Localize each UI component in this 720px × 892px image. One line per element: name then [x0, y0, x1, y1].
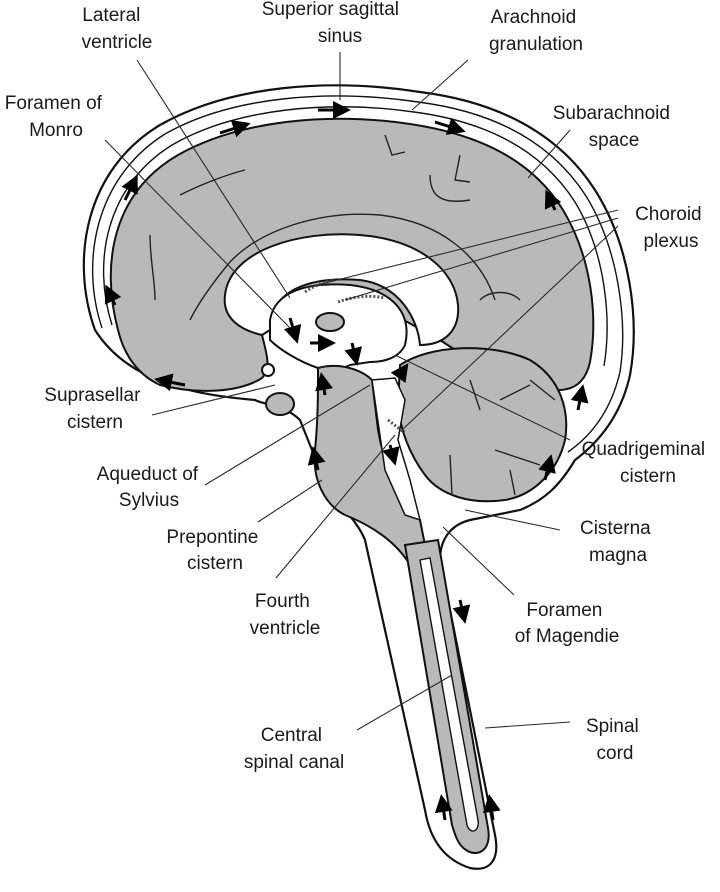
- flow-arrow-icon: [538, 454, 556, 481]
- optic-chiasm: [261, 363, 275, 377]
- leader-foramen-of-magendie: [442, 526, 515, 596]
- sulcus: [479, 291, 521, 301]
- leader-fourth-ventricle: [275, 434, 396, 579]
- label-aqueduct-of-sylvius: Aqueduct of Sylvius: [97, 464, 204, 511]
- sulcus: [454, 154, 471, 183]
- flow-arrow-icon: [382, 444, 400, 466]
- leader-lateral-ventricle: [136, 59, 291, 299]
- flow-arrow-icon: [570, 384, 589, 411]
- leader-prepontine-cistern: [257, 479, 323, 523]
- label-superior-sagittal-sinus: Superior sagittal sinus: [262, 0, 405, 47]
- leader-choroid-plexus-2: [344, 217, 619, 301]
- labels: Lateral ventricle Superior sagittal sinu…: [5, 0, 711, 773]
- flow-arrow-icon: [452, 599, 471, 624]
- label-arachnoid-granulation: Arachnoid granulation: [489, 7, 583, 55]
- sulcus: [529, 379, 556, 401]
- sulcus: [149, 234, 156, 301]
- leader-spinal-cord: [484, 721, 571, 729]
- flow-arrow-icon: [154, 373, 186, 392]
- flow-arrow-icon: [121, 174, 138, 201]
- label-lateral-ventricle: Lateral ventricle: [82, 5, 153, 53]
- flow-arrows: [104, 101, 589, 821]
- brain-anatomy: [82, 84, 635, 870]
- flow-arrow-icon: [104, 284, 122, 306]
- label-spinal-cord: Spinal cord: [586, 716, 644, 764]
- flow-arrow-icon: [315, 372, 333, 396]
- flow-arrow-icon: [307, 446, 326, 471]
- label-central-spinal-canal: Central spinal canal: [244, 725, 344, 773]
- label-cisterna-magna: Cisterna magna: [580, 518, 656, 566]
- flow-arrow-icon: [544, 189, 562, 211]
- label-subarachnoid-space: Subarachnoid space: [553, 103, 676, 151]
- leader-lines: [104, 52, 619, 731]
- cerebellum: [396, 347, 568, 503]
- choroid-plexus-third: [337, 294, 386, 304]
- leader-subarachnoid-space: [527, 129, 571, 179]
- label-choroid-plexus: Choroid plexus: [635, 204, 707, 252]
- choroid-plexus-fourth: [387, 418, 406, 434]
- flow-arrow-icon: [344, 342, 363, 366]
- leader-choroid-plexus-3: [401, 225, 619, 431]
- sulcus: [494, 449, 541, 466]
- leader-quadrigeminal-cistern: [394, 354, 571, 441]
- leader-aqueduct-of-sylvius: [204, 384, 371, 486]
- leader-foramen-of-monro: [104, 139, 291, 329]
- label-foramen-of-monro: Foramen of Monro: [5, 93, 107, 141]
- sulcus: [179, 169, 246, 196]
- flow-arrow-icon: [482, 794, 501, 821]
- flow-arrow-icon: [219, 120, 251, 138]
- leader-choroid-plexus-1: [304, 209, 619, 289]
- leader-cisterna-magna: [464, 509, 561, 531]
- sulcus: [509, 469, 516, 496]
- leader-arachnoid-granulation: [411, 59, 469, 111]
- label-suprasellar-cistern: Suprasellar cistern: [44, 385, 145, 433]
- flow-arrow-icon: [283, 317, 302, 344]
- sulcus: [429, 174, 471, 202]
- dura-inner: [92, 95, 624, 453]
- label-fourth-ventricle: Fourth ventricle: [250, 591, 321, 639]
- sulcus: [499, 384, 531, 401]
- sulcus: [469, 379, 481, 411]
- label-prepontine-cistern: Prepontine cistern: [166, 527, 263, 574]
- sulcus: [384, 134, 406, 156]
- flow-arrow-icon: [434, 117, 466, 135]
- massa-intermedia: [315, 312, 345, 332]
- label-quadrigeminal-cistern: Quadrigeminal cistern: [582, 439, 711, 487]
- flow-arrow-icon: [434, 794, 453, 821]
- leader-suprasellar-cistern: [151, 384, 276, 416]
- label-foramen-of-magendie: Foramen of Magendie: [515, 600, 620, 647]
- central-canal: [419, 557, 479, 832]
- sulcus: [189, 213, 496, 321]
- pituitary: [265, 392, 295, 416]
- leader-central-spinal-canal: [356, 674, 453, 731]
- sulcus: [449, 454, 453, 496]
- flow-arrow-icon: [390, 363, 409, 383]
